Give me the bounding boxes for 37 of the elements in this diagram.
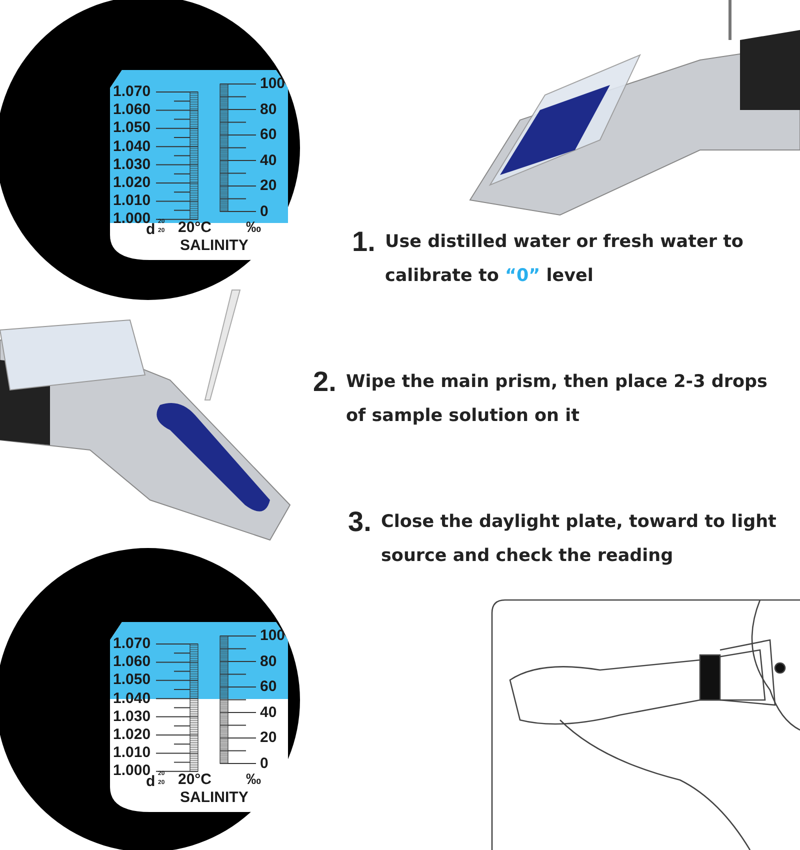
instruction-text: Use distilled water or fresh water to calibrate to “0” level — [385, 231, 744, 288]
scale-number: 1.050 — [113, 119, 151, 136]
scale-title: SALINITY — [180, 789, 248, 806]
scale-number: 20 — [260, 177, 277, 194]
scale-number: 60 — [260, 126, 277, 143]
scale-number: 40 — [260, 704, 277, 720]
step-number: 2. — [313, 366, 336, 398]
scale-number: 1.010 — [113, 744, 151, 762]
scale-number: 0 — [260, 202, 268, 220]
scale-number: 1.030 — [113, 156, 151, 173]
scale-number: 1.060 — [113, 653, 151, 670]
instruction-text: Wipe the main prism, then place 2-3 drops of sample solution on it — [346, 371, 768, 428]
scale-number: 0 — [260, 754, 268, 772]
scale-number: 1.020 — [113, 726, 151, 743]
scale-number: 1.040 — [113, 138, 151, 155]
scale-number: 100 — [260, 75, 286, 92]
scale-number: 40 — [260, 152, 277, 168]
unit-label: ‰ — [246, 771, 261, 788]
scale-number: 1.070 — [113, 83, 151, 100]
scale-number: 20 — [260, 729, 277, 746]
instruction-text: Close the daylight plate, toward to light source and check the reading — [381, 511, 778, 568]
scale-number: 1.070 — [113, 635, 151, 652]
scale-number: 1.060 — [113, 101, 151, 118]
scale-number: 1.030 — [113, 708, 151, 725]
scale-number: 80 — [260, 100, 277, 118]
scale-number: 1.010 — [113, 192, 151, 210]
scale-number: 1.020 — [113, 174, 151, 191]
scale-number: 100 — [260, 627, 286, 644]
step-number: 1. — [352, 226, 376, 258]
step-number: 3. — [348, 506, 372, 538]
scale-number: 60 — [260, 678, 277, 695]
scale-number: 1.050 — [113, 671, 151, 688]
temperature-label: 20°C — [178, 219, 212, 236]
unit-label: ‰ — [246, 219, 261, 236]
temperature-label: 20°C — [178, 771, 212, 788]
scale-title: SALINITY — [180, 237, 248, 254]
scale-number: 80 — [260, 652, 277, 670]
